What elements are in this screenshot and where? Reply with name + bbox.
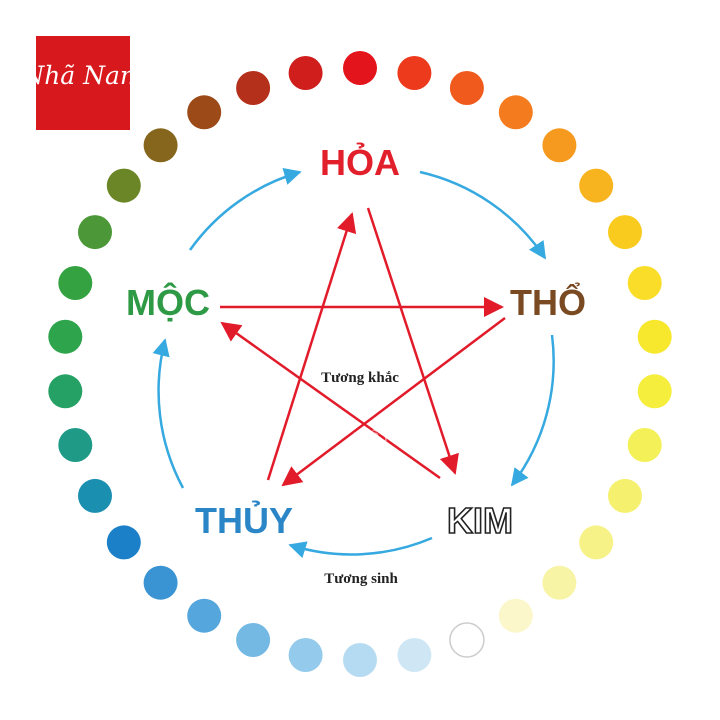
label-kim: KIM (447, 500, 513, 541)
color-wheel-dot (187, 598, 222, 633)
color-wheel-dot (343, 51, 377, 85)
arrow-thuy-to-hoa (266, 212, 357, 481)
color-wheel-dot (627, 428, 662, 462)
color-wheel-dot (236, 71, 271, 105)
color-wheel-dot (498, 95, 533, 130)
color-wheel-dot (106, 168, 141, 203)
color-wheel-dot (449, 71, 484, 105)
color-wheel-dot (48, 319, 83, 354)
arrow-hoa-to-kim (366, 207, 459, 475)
arrow-kim-to-thuy (288, 536, 433, 559)
arrow-tho-to-kim (510, 334, 555, 487)
color-wheel-dot (627, 266, 662, 300)
arrow-hoa-to-tho (419, 170, 547, 260)
color-wheel-dot (542, 128, 577, 163)
watermark-text: nhã nam (353, 428, 415, 445)
color-wheel-dot (48, 374, 83, 409)
color-wheel-dot (288, 56, 323, 90)
color-wheel-dot (58, 428, 93, 462)
logo-background (36, 36, 130, 130)
label-moc: MỘC (126, 281, 210, 323)
color-wheel-dot (143, 565, 178, 600)
arrow-kim-to-moc (220, 321, 441, 480)
color-wheel-dot (343, 643, 377, 677)
color-wheel-dot (542, 565, 577, 600)
color-wheel-dot (637, 374, 672, 409)
color-wheel-dot (397, 638, 432, 672)
color-wheel-dot (143, 128, 178, 163)
label-tho: THỔ (510, 280, 586, 323)
color-wheel-dot (78, 215, 112, 250)
color-wheel-dot (288, 638, 323, 672)
generating-cycle (152, 167, 555, 559)
label-thuy: THỦY (195, 499, 293, 541)
label-hoa: HỎA (320, 141, 400, 183)
color-wheel-dot (397, 56, 432, 90)
generating-label: Tương sinh (324, 571, 398, 587)
color-wheel-dot (579, 525, 614, 560)
color-wheel-dot (236, 623, 271, 657)
arrow-thuy-to-moc (152, 338, 185, 489)
overcoming-label: Tương khắc (321, 370, 399, 386)
color-wheel-dot (498, 598, 533, 633)
color-wheel-dot (608, 478, 642, 513)
color-wheel-dot (78, 478, 112, 513)
logo-text: Nhã Nam (21, 61, 143, 90)
color-wheel-dot (187, 95, 222, 130)
nha-nam-logo: Nhã Nam (21, 36, 144, 130)
arrow-moc-to-hoa (188, 167, 302, 251)
arrow-tho-to-thuy (281, 317, 506, 487)
color-wheel-dot (58, 266, 93, 300)
color-wheel-dot (449, 622, 485, 658)
overcoming-star (220, 207, 506, 487)
color-wheel-dot (637, 319, 672, 354)
color-wheel-dot (608, 215, 642, 250)
color-wheel (48, 51, 672, 677)
color-wheel-dot (579, 168, 614, 203)
color-wheel-dot (106, 525, 141, 560)
